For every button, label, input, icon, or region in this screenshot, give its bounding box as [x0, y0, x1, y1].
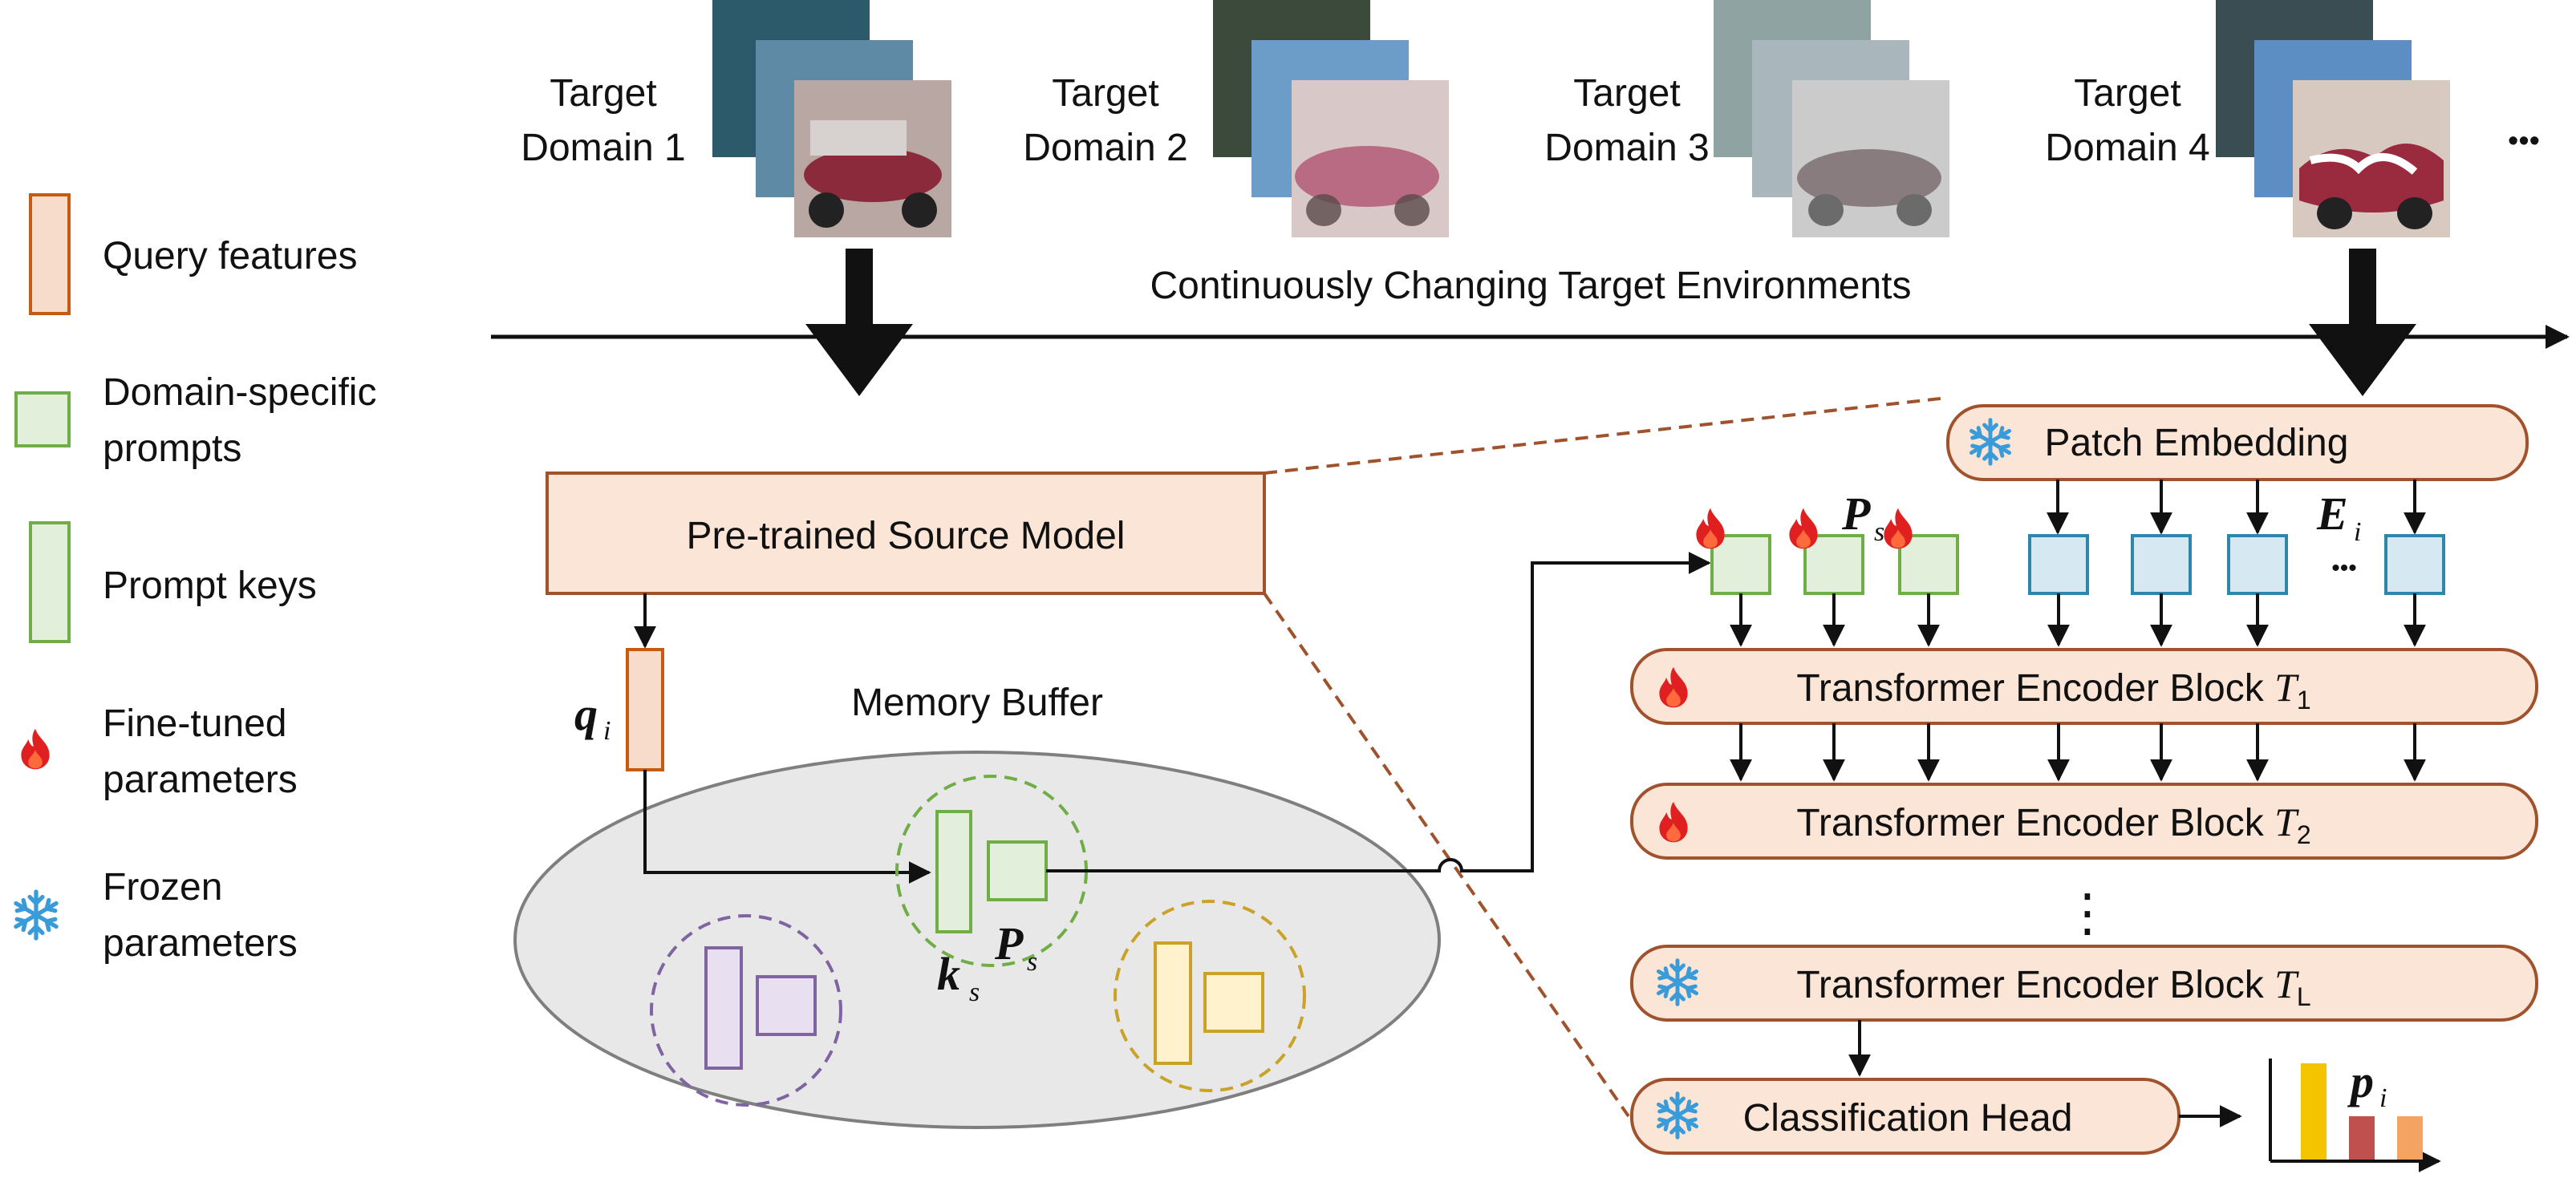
- patch-embedding-label: Patch Embedding: [2045, 422, 2349, 464]
- legend-frozen-label-1: Frozen: [103, 866, 222, 909]
- legend-key-swatch: [29, 521, 71, 643]
- encoder-block-1: [1630, 648, 2538, 725]
- timeline-label: Continuously Changing Target Environment…: [1150, 265, 1911, 307]
- purple-prompt-circle: [650, 914, 842, 1107]
- prompt-token-3-fire-icon: [1884, 508, 1913, 549]
- legend-prompt-swatch: [14, 391, 71, 447]
- yellow-prompt-key: [1154, 941, 1192, 1065]
- query-symbol: q i: [574, 688, 611, 746]
- svg-text:q: q: [574, 688, 598, 740]
- embedding-token-4: [2384, 534, 2445, 595]
- query-to-key-arrow: [643, 770, 931, 884]
- prompt-symbol-encoder: P s: [1841, 488, 1884, 547]
- prompt-token-1-fire-icon: [1696, 508, 1725, 549]
- domain-3-label-line2: Domain 3: [1544, 127, 1709, 169]
- key-symbol: k s: [937, 948, 980, 1007]
- svg-text:k: k: [937, 948, 960, 1000]
- output-bar-2: [2349, 1116, 2375, 1160]
- output-symbol: p i: [2347, 1055, 2387, 1113]
- encoder-block-2-label: Transformer Encoder Block T2: [1796, 800, 2310, 849]
- patch-embedding-box: [1946, 404, 2529, 481]
- domain-3-image-stack: [1714, 0, 1949, 237]
- yellow-prompt: [1203, 972, 1264, 1033]
- legend-prompt-label-2: prompts: [103, 427, 241, 470]
- down-arrow-domain-4: [2309, 249, 2416, 396]
- legend-snowflake-icon: [16, 892, 56, 938]
- source-model-label: Pre-trained Source Model: [687, 515, 1126, 557]
- output-prediction: p i: [2269, 1055, 2441, 1172]
- selected-prompt-key: [935, 810, 972, 933]
- embedding-token-1: [2028, 534, 2089, 595]
- svg-text:p: p: [2347, 1055, 2374, 1107]
- legend-key-label: Prompt keys: [103, 565, 317, 607]
- svg-text:P: P: [994, 917, 1024, 970]
- svg-text:s: s: [1027, 947, 1037, 977]
- domain-4-image-stack: [2216, 0, 2450, 237]
- encoder-block-2: [1630, 783, 2538, 860]
- down-arrow-domain-1: [805, 249, 913, 396]
- purple-prompt-key: [704, 946, 743, 1070]
- domain-4-label-line2: Domain 4: [2045, 127, 2209, 169]
- token-arrows: [1730, 593, 2426, 647]
- legend-query-label: Query features: [103, 235, 357, 277]
- svg-text:i: i: [2379, 1083, 2387, 1113]
- memory-buffer: [513, 751, 1441, 1129]
- svg-text:Transformer Encoder Block TL: Transformer Encoder Block TL: [1796, 961, 2310, 1011]
- legend-fire-icon: [21, 728, 50, 770]
- memory-buffer-label: Memory Buffer: [851, 682, 1103, 724]
- selected-prompt: [987, 840, 1048, 901]
- embedding-token-ellipsis: •••: [2331, 555, 2357, 581]
- svg-text:Transformer Encoder Block T2: Transformer Encoder Block T2: [1796, 800, 2310, 849]
- domain-1-label-line2: Domain 1: [521, 127, 685, 169]
- domain-1-label-line1: Target: [550, 72, 656, 115]
- prompt-token-3: [1898, 534, 1959, 595]
- legend-finetuned-label-2: parameters: [103, 759, 298, 801]
- svg-text:E: E: [2316, 488, 2348, 540]
- legend-frozen-label-2: parameters: [103, 922, 298, 965]
- query-feature-bar: [626, 648, 664, 771]
- classification-head-label: Classification Head: [1743, 1097, 2073, 1140]
- legend: Query features Domain-specific prompts P…: [14, 193, 376, 965]
- domain-1-image-stack: [712, 0, 951, 237]
- svg-text:s: s: [1874, 517, 1884, 547]
- prompt-symbol-buffer: P s: [994, 917, 1037, 977]
- yellow-prompt-circle: [1114, 900, 1306, 1092]
- domain-2-label-line2: Domain 2: [1023, 127, 1187, 169]
- svg-text:Transformer Encoder Block T1: Transformer Encoder Block T1: [1796, 665, 2310, 714]
- domain-2-label-line1: Target: [1052, 72, 1158, 115]
- domain-3-label-line1: Target: [1573, 72, 1680, 115]
- legend-prompt-label-1: Domain-specific: [103, 371, 376, 414]
- block-1-to-2-arrows: [1730, 723, 2426, 782]
- svg-text:s: s: [969, 978, 980, 1007]
- svg-text:i: i: [603, 716, 611, 746]
- prompt-token-2: [1803, 534, 1864, 595]
- output-bar-3: [2397, 1116, 2423, 1160]
- encoder-block-1-label: Transformer Encoder Block T1: [1796, 665, 2310, 714]
- embedding-token-3: [2227, 534, 2288, 595]
- domain-2-image-stack: [1213, 0, 1449, 237]
- more-domains-ellipsis: •••: [2508, 124, 2540, 158]
- svg-text:P: P: [1841, 488, 1871, 540]
- patch-embedding-arrows: [2047, 480, 2426, 535]
- prompt-token-2-fire-icon: [1789, 508, 1818, 549]
- purple-prompt: [756, 975, 817, 1036]
- embedding-symbol: E i: [2316, 488, 2361, 547]
- prompt-to-encoder-arrow: [1046, 552, 1711, 872]
- zoom-line-top: [1264, 396, 1949, 475]
- legend-query-swatch: [29, 193, 71, 315]
- output-bar-1: [2301, 1063, 2327, 1160]
- svg-text:i: i: [2354, 517, 2361, 547]
- encoder-block-L-label: Transformer Encoder Block TL: [1796, 961, 2310, 1011]
- embedding-token-2: [2131, 534, 2192, 595]
- target-domains: Target Domain 1 Target Domain 2 Target D…: [521, 0, 2540, 237]
- legend-finetuned-label-1: Fine-tuned: [103, 702, 286, 745]
- domain-4-label-line1: Target: [2074, 72, 2180, 115]
- source-model-box: [546, 472, 1266, 595]
- encoder-vertical-ellipsis: ⋮: [2062, 884, 2113, 941]
- prompt-token-1: [1710, 534, 1771, 595]
- encoder-block-L: [1630, 945, 2538, 1022]
- zoom-line-bottom: [1263, 592, 1630, 1118]
